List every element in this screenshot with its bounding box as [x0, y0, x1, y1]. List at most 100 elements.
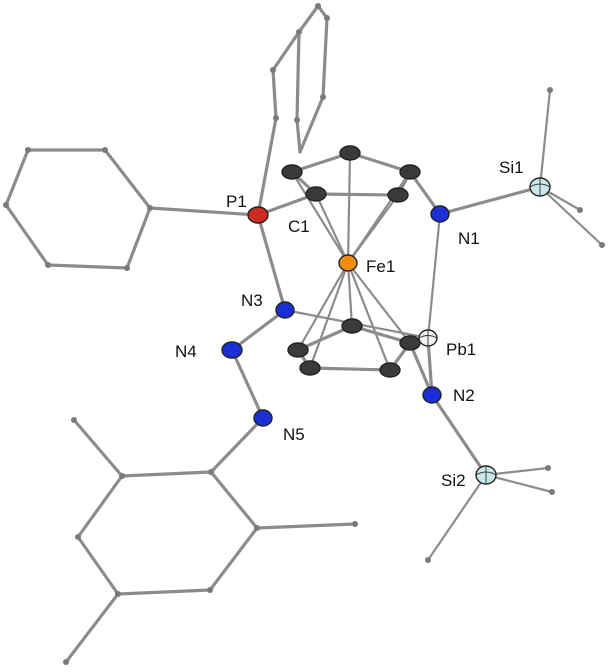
vertex [547, 87, 553, 93]
bond [314, 192, 400, 197]
bond [290, 170, 350, 265]
vertex [115, 591, 121, 597]
nitrogen-atom-n3 [275, 301, 295, 319]
vertex [102, 147, 108, 153]
bond [346, 261, 392, 372]
vertex [25, 147, 31, 153]
bond [298, 95, 325, 154]
bond [296, 261, 350, 352]
nitrogen-atom-n5 [253, 409, 273, 427]
label-si2: Si2 [441, 471, 466, 490]
label-c1: C1 [288, 217, 310, 236]
bond [295, 30, 301, 122]
vertex [270, 67, 276, 73]
carbon-atom [281, 164, 303, 180]
label-n5: N5 [283, 425, 305, 444]
vertex-dots [3, 3, 605, 665]
bond [4, 203, 50, 267]
vertex [71, 417, 77, 423]
vertex [207, 587, 213, 593]
bond [103, 148, 152, 210]
bond [76, 474, 124, 539]
vertex [63, 659, 69, 665]
bond [314, 192, 350, 265]
bond [271, 68, 278, 120]
upper-ring [256, 4, 329, 217]
lead-atom-pb1 [418, 329, 438, 347]
bond [46, 263, 129, 270]
vertex [315, 3, 321, 9]
bond [321, 16, 329, 99]
bond [125, 206, 152, 270]
bond [484, 473, 554, 494]
carbon-atom [387, 187, 409, 203]
carbon-atom [299, 360, 321, 376]
nitrogen-atom-n4 [221, 341, 243, 359]
bond [256, 116, 278, 217]
vertex [296, 29, 302, 35]
bond [538, 185, 604, 247]
vertex [124, 265, 130, 271]
bond [271, 30, 301, 72]
bond-n1-pb1 [426, 212, 442, 340]
vertex [549, 489, 555, 495]
bond [308, 366, 392, 372]
bond [76, 535, 120, 596]
label-pb1: Pb1 [446, 340, 476, 359]
bond [538, 88, 552, 189]
nitrogen-atom-n1 [430, 205, 450, 223]
bond [255, 522, 357, 530]
silicon-atom-si2 [475, 465, 497, 485]
vertex [273, 115, 279, 121]
bond [209, 470, 259, 530]
bond [346, 261, 412, 345]
vertex [208, 469, 214, 475]
bond [116, 588, 212, 596]
bond-n2-si2 [430, 393, 488, 477]
vertex [254, 525, 260, 531]
vertex [324, 15, 330, 21]
bond-pb1-n2 [426, 336, 434, 397]
carbon-atom-c1 [305, 186, 327, 202]
vertex [352, 521, 358, 527]
atoms [221, 145, 551, 485]
bond [295, 118, 302, 154]
label-n2: N2 [453, 386, 475, 405]
bond [308, 261, 350, 370]
carbon-atom [341, 318, 363, 334]
bond [4, 148, 30, 207]
phosphorus-atom-p1 [247, 206, 269, 224]
vertex [119, 473, 125, 479]
vertex [320, 94, 326, 100]
label-si1: Si1 [499, 158, 524, 177]
bond [346, 193, 400, 265]
vertex [75, 534, 81, 540]
vertex [577, 207, 583, 213]
iron-atom-fe1 [338, 254, 358, 272]
vertex [45, 262, 51, 268]
carbon-atom [399, 335, 421, 351]
silicon-atom-si1 [529, 177, 551, 197]
bond [120, 470, 213, 478]
carbon-atom [399, 164, 421, 180]
bond [64, 592, 120, 664]
bond [426, 473, 488, 562]
vertex [3, 202, 9, 208]
bond-p1-n3 [256, 213, 287, 312]
bond-n4-n5 [230, 348, 265, 420]
label-p1: P1 [226, 192, 247, 211]
bond [346, 261, 354, 328]
bond-cy-p1 [148, 206, 260, 217]
vertex [599, 242, 605, 248]
nitrogen-atom-n2 [422, 386, 442, 404]
label-n1: N1 [458, 229, 480, 248]
fe-cp-bonds [290, 151, 412, 372]
cyclohexyl-ring [4, 148, 260, 270]
bond [208, 526, 259, 592]
carbon-atom [339, 145, 361, 161]
bond [297, 4, 320, 34]
vertex [147, 205, 153, 211]
label-fe1: Fe1 [366, 257, 395, 276]
